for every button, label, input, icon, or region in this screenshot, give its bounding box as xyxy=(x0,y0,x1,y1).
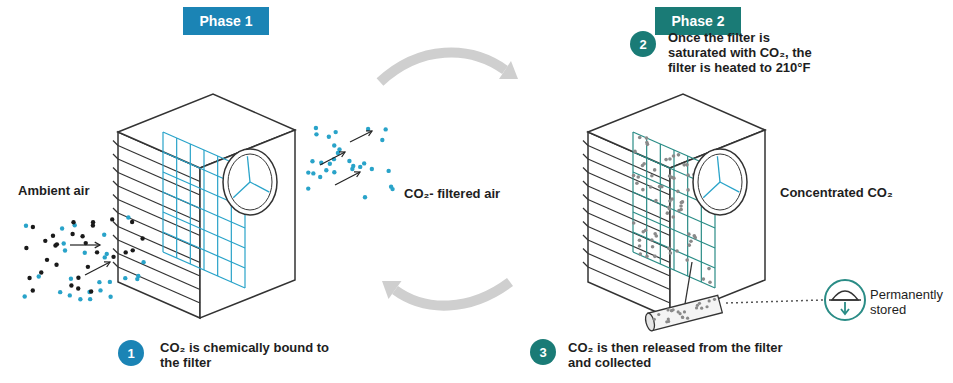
step-description: Once the filter is saturated with CO₂, t… xyxy=(668,30,818,75)
louver xyxy=(583,168,588,173)
louver xyxy=(113,208,118,213)
capture-unit xyxy=(113,94,295,318)
cycle-arrow xyxy=(380,53,505,82)
louver xyxy=(118,254,200,290)
louver xyxy=(113,181,118,186)
louver xyxy=(588,227,670,263)
louver xyxy=(118,213,200,249)
storage-icon xyxy=(841,309,849,314)
louver xyxy=(113,141,118,146)
callout-number: 1 xyxy=(127,346,134,361)
filter-grid xyxy=(632,132,715,288)
callout-number: 3 xyxy=(539,345,546,360)
louver xyxy=(588,240,670,276)
storage-label: Permanently stored xyxy=(870,287,948,317)
phase-title: Phase 1 xyxy=(200,13,253,29)
louver xyxy=(113,154,118,159)
fan xyxy=(223,149,277,215)
louver xyxy=(118,267,200,303)
louver xyxy=(583,262,588,267)
filter-grid xyxy=(163,132,245,288)
louver xyxy=(118,227,200,263)
step-description: CO₂ is chemically bound to the filter xyxy=(160,340,330,370)
louver xyxy=(583,222,588,227)
louver xyxy=(583,195,588,200)
louver xyxy=(113,262,118,267)
capture-unit xyxy=(583,94,765,318)
louver xyxy=(583,181,588,186)
phase-title: Phase 2 xyxy=(672,13,725,29)
fan-face xyxy=(200,130,295,318)
storage-icon xyxy=(832,291,858,300)
leader-line xyxy=(726,300,823,303)
louver xyxy=(588,200,670,236)
air-particles xyxy=(22,126,394,302)
louver xyxy=(118,200,200,236)
louver xyxy=(118,240,200,276)
storage-icon xyxy=(825,280,865,320)
step-description: CO₂ is then released from the filter and… xyxy=(568,340,793,370)
louver xyxy=(583,154,588,159)
louver xyxy=(588,146,670,182)
louver xyxy=(583,208,588,213)
callout-number: 3 xyxy=(530,339,556,365)
flow-label: CO₂- filtered air xyxy=(404,186,500,201)
arrow-head xyxy=(382,281,402,299)
cycle-arrow xyxy=(395,282,510,306)
louver xyxy=(113,168,118,173)
phase-header: Phase 1 xyxy=(183,7,269,35)
louver xyxy=(118,146,200,182)
storage-tube xyxy=(644,262,722,332)
louver xyxy=(588,267,670,303)
storage-icon xyxy=(844,302,846,313)
arrow-head xyxy=(499,61,518,79)
callout-number: 2 xyxy=(630,31,656,57)
louver xyxy=(113,249,118,254)
louver xyxy=(113,222,118,227)
callout-number: 2 xyxy=(639,37,646,52)
callout-number: 1 xyxy=(118,340,144,366)
flow-label: Concentrated CO₂ xyxy=(780,185,893,200)
storage-icon xyxy=(829,299,861,301)
louver xyxy=(583,235,588,240)
louver xyxy=(588,254,670,290)
louver xyxy=(588,186,670,222)
fan-face xyxy=(670,130,765,318)
louver xyxy=(583,249,588,254)
fan xyxy=(693,149,747,215)
louver xyxy=(588,213,670,249)
louver xyxy=(118,186,200,222)
louver xyxy=(118,159,200,195)
louver xyxy=(113,195,118,200)
louver xyxy=(588,159,670,195)
flow-label: Ambient air xyxy=(18,183,90,198)
louver xyxy=(583,141,588,146)
louver xyxy=(113,235,118,240)
